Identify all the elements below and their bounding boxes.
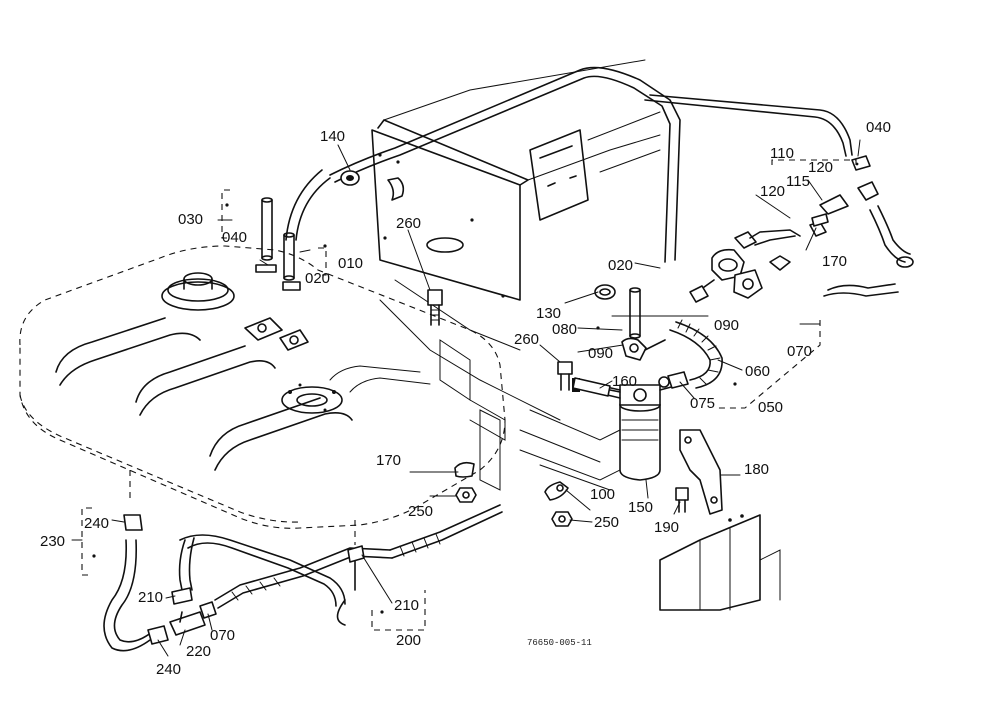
bolt-260-lower <box>557 361 573 391</box>
washer-130 <box>594 284 616 300</box>
part-label: 200 <box>396 632 421 649</box>
hose-060 <box>669 319 723 389</box>
part-label: 115 <box>786 173 810 190</box>
part-label: 040 <box>866 119 891 136</box>
part-label: 160 <box>612 373 637 390</box>
part-label: 050 <box>758 399 783 416</box>
part-label: 010 <box>338 255 363 272</box>
part-label: 220 <box>186 643 211 660</box>
part-label: 020 <box>305 270 330 287</box>
part-label: 230 <box>40 533 65 550</box>
part-label: 070 <box>787 343 812 360</box>
part-label: 020 <box>608 257 633 274</box>
part-label: 110 <box>770 145 794 162</box>
part-label: 060 <box>745 363 770 380</box>
hose-030 <box>255 197 301 291</box>
part-label: 180 <box>744 461 769 478</box>
part-label: 120 <box>760 183 785 200</box>
part-label: 260 <box>396 215 421 232</box>
grommet-140 <box>340 170 360 186</box>
clamp-170-lower <box>454 461 475 478</box>
part-label: 130 <box>536 305 561 322</box>
fuel-line-top <box>285 66 853 263</box>
part-label: 030 <box>178 211 203 228</box>
part-label: 120 <box>808 159 833 176</box>
part-label: 090 <box>588 345 613 362</box>
part-label: 170 <box>376 452 401 469</box>
part-label: 080 <box>552 321 577 338</box>
part-label: 090 <box>714 317 739 334</box>
leader-lines <box>71 139 861 657</box>
clamp-075 <box>658 371 689 389</box>
part-label: 170 <box>822 253 847 270</box>
pipe-080 <box>629 287 641 339</box>
bolt-260-upper <box>427 289 443 326</box>
part-label: 250 <box>594 514 619 531</box>
part-label: 240 <box>84 515 109 532</box>
fuel-pump-assembly <box>689 155 914 303</box>
part-label: 100 <box>590 486 615 503</box>
part-label: 075 <box>690 395 715 412</box>
bolt-190 <box>675 487 689 513</box>
leader-dots <box>92 162 859 614</box>
frame-panel <box>371 59 781 611</box>
part-label: 250 <box>408 503 433 520</box>
part-label: 210 <box>394 597 419 614</box>
fuel-cock-090 <box>621 337 666 361</box>
part-label: 150 <box>628 499 653 516</box>
fuel-line-lower <box>103 504 503 652</box>
banjo-bolt-160 <box>572 377 611 397</box>
part-label: 260 <box>514 331 539 348</box>
part-label: 210 <box>138 589 163 606</box>
fuel-filter-150 <box>572 378 676 481</box>
clamp-100 <box>544 481 569 501</box>
part-label: 240 <box>156 661 181 678</box>
part-label: 190 <box>654 519 679 536</box>
bracket-180 <box>679 429 723 515</box>
part-label: 040 <box>222 229 247 246</box>
part-label: 070 <box>210 627 235 644</box>
part-labels: 140 030 040 010 020 260 020 130 080 090 … <box>40 119 891 678</box>
nut-250-upper <box>455 487 477 503</box>
drawing-code: 76650-005-11 <box>527 638 592 648</box>
nut-250-lower <box>551 511 573 527</box>
part-label: 140 <box>320 128 345 145</box>
fuel-tank <box>19 245 506 545</box>
